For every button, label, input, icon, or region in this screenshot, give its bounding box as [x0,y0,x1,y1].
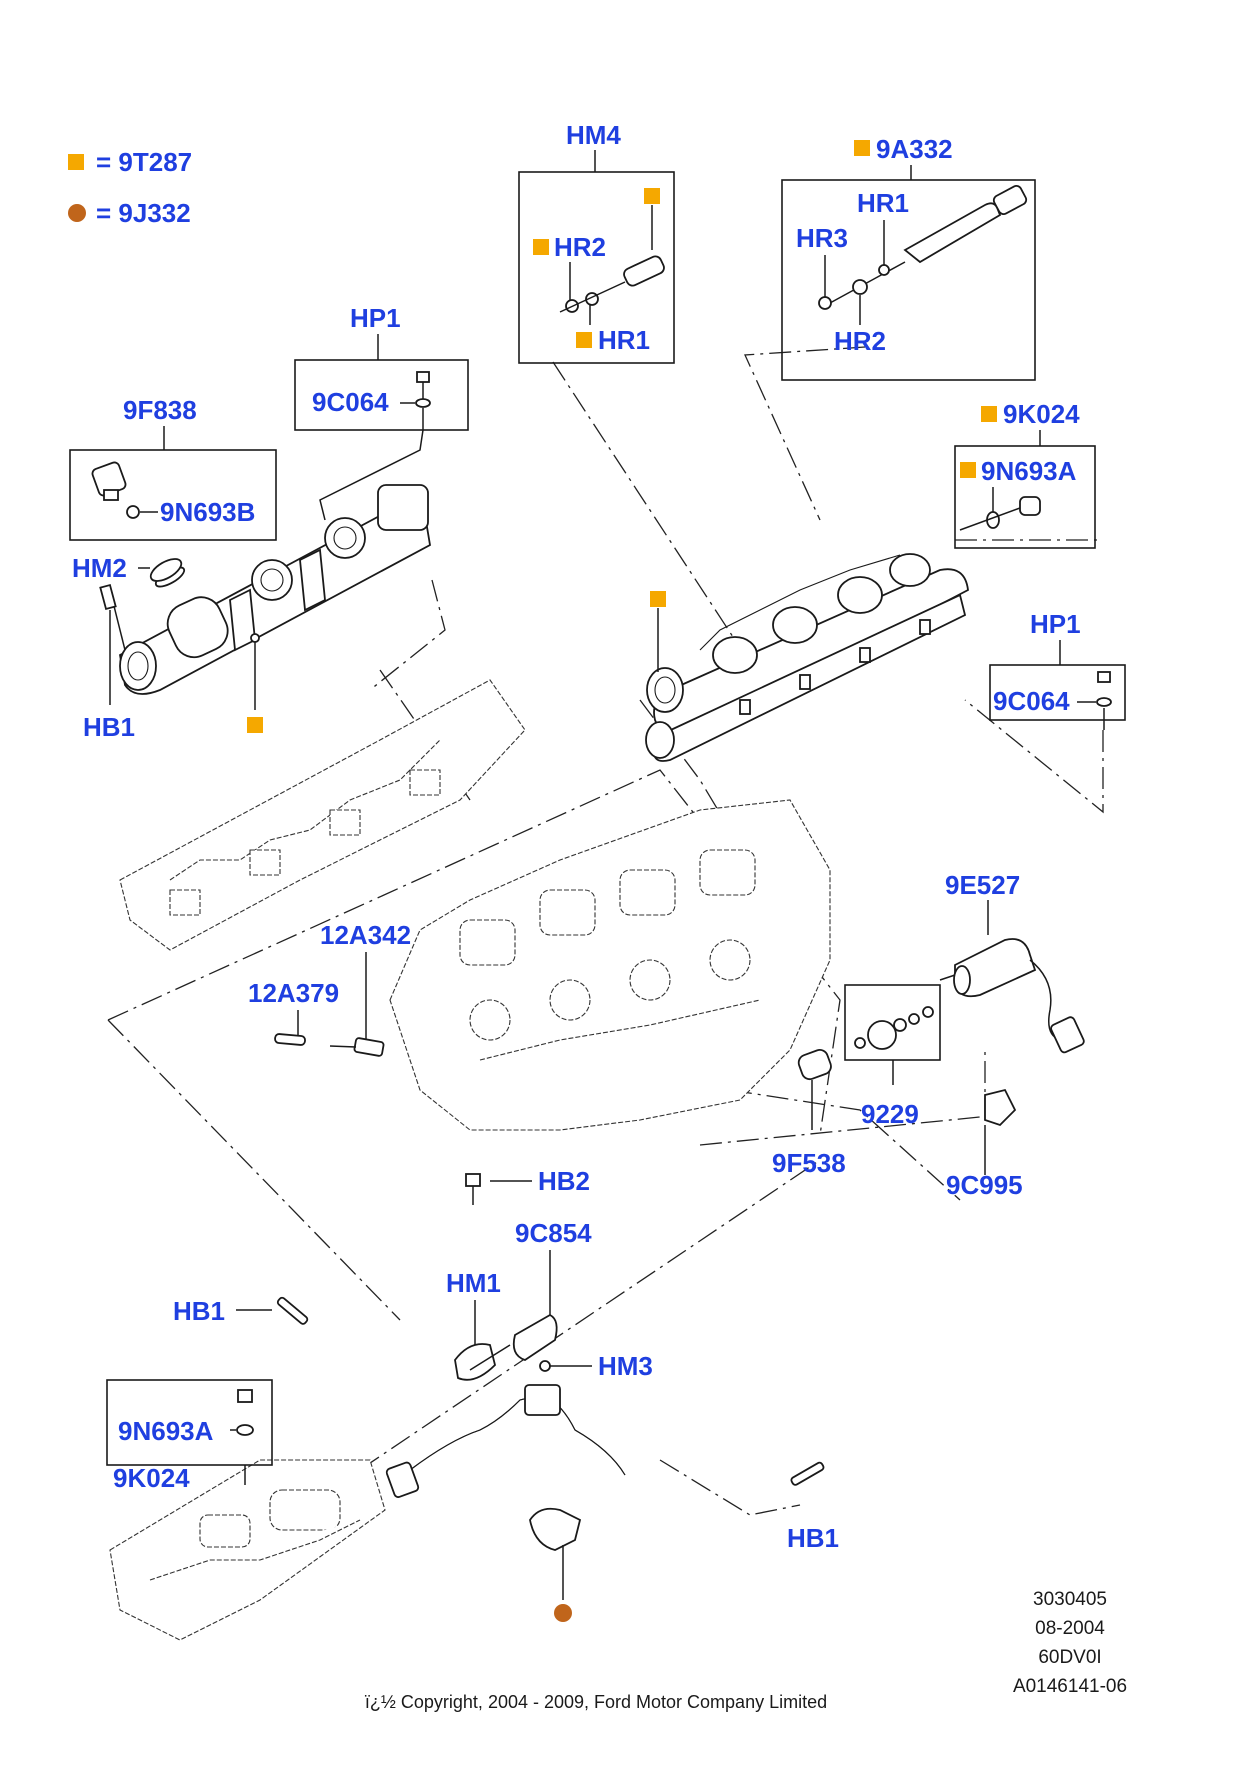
label-9k024-left: 9K024 [113,1463,190,1493]
label-hb1-left: HB1 [83,712,135,742]
bottom-circle-marker [554,1604,572,1622]
9f838-kit: 9F838 9N693B [69,395,277,541]
label-9e527: 9E527 [945,870,1020,900]
footer: 3030405 08-2004 60DV0I A0146141-06 ï¿½ C… [365,1589,1127,1712]
lower-intake-manifold-left [119,679,526,951]
label-kit-hr3: HR3 [796,223,848,253]
legend-square-text: = 9T287 [96,147,192,177]
label-hp1-left: HP1 [350,303,401,333]
label-hb1-mid: HB1 [173,1296,225,1326]
hp1-kit-left: HP1 9C064 [294,303,469,521]
9k024-right-box [954,445,1096,549]
label-hb1-bottom: HB1 [787,1523,839,1553]
copyright-text: ï¿½ Copyright, 2004 - 2009, Ford Motor C… [365,1692,827,1712]
9a332-kit: 9A332 HR1 HR3 HR2 [781,134,1036,381]
label-9c064-left: 9C064 [312,387,389,417]
label-9c854: 9C854 [515,1218,592,1248]
coolant-housing-part [454,1343,496,1381]
label-12a342: 12A342 [320,920,411,950]
hp1-right-box [989,664,1126,721]
label-hm3: HM3 [598,1351,653,1381]
drawing-id-line-4: A0146141-06 [1013,1676,1127,1697]
left-callouts: HM2 HB1 [72,553,263,742]
label-12a379: 12A379 [248,978,339,1008]
label-9a332: 9A332 [876,134,953,164]
drawing-id-line-2: 08-2004 [1035,1618,1105,1639]
label-9c995: 9C995 [946,1170,1023,1200]
hm4-kit-box [518,171,675,364]
label-hp1-right: HP1 [1030,609,1081,639]
lower-intake-manifold-bottom [109,1459,386,1641]
label-9f538: 9F538 [772,1148,846,1178]
label-9c064-right: 9C064 [993,686,1070,716]
legend: = 9T287 = 9J332 [68,147,192,228]
coolant-assembly: HB2 9C854 HM1 HB1 HM3 HB1 [173,1166,839,1622]
cap-part [797,1049,832,1081]
drawing-id-line-1: 3030405 [1033,1589,1107,1610]
label-kit-hr1: HR1 [857,188,909,218]
label-9n693b: 9N693B [160,497,255,527]
label-hb2: HB2 [538,1166,590,1196]
cam-sensor-assembly: 9E527 9229 9F538 9C995 [772,870,1085,1200]
hm4-hr2-marker [533,239,549,255]
label-9n693a-right: 9N693A [981,456,1077,486]
right-rail-callout [650,591,666,672]
9n693a-right-marker [960,462,976,478]
bracket-part [984,1088,1017,1127]
hp1-left-box [294,359,469,431]
label-hm1: HM1 [446,1268,501,1298]
left-rail-square-marker [247,717,263,733]
9k024-kit-right: 9K024 9N693A [954,399,1096,549]
9k024-kit-left: 9N693A 9K024 [106,1379,273,1493]
drawing-id-line-3: 60DV0I [1038,1647,1101,1668]
legend-circle-text: = 9J332 [96,198,191,228]
label-hm4-hr2: HR2 [554,232,606,262]
temp-sensor-callouts: 12A342 12A379 [248,920,411,1057]
9a332-kit-box [781,179,1036,381]
label-9f838: 9F838 [123,395,197,425]
9k024-right-marker [981,406,997,422]
label-hm4-hr1: HR1 [598,325,650,355]
label-9k024-right: 9K024 [1003,399,1080,429]
fuel-rail-right [645,553,969,762]
hm4-square-marker [644,188,660,204]
label-9n693a-left: 9N693A [118,1416,214,1446]
label-hm4: HM4 [566,120,621,150]
label-hm2: HM2 [72,553,127,583]
cylinder-head [389,799,831,1131]
label-kit-hr2: HR2 [834,326,886,356]
9a332-square-marker [854,140,870,156]
sensor-part [353,1037,385,1057]
right-rail-square-marker [650,591,666,607]
label-9229: 9229 [861,1099,919,1129]
hm4-hr1-marker [576,332,592,348]
fuel-rail-left [99,484,431,695]
injector-part [903,202,1002,264]
coolant-pipe-part [409,1394,626,1476]
hp1-kit-right: HP1 9C064 [989,609,1126,730]
hm4-kit: HM4 HR2 HR1 [518,120,675,364]
legend-square-marker [68,154,84,170]
legend-circle-marker [68,204,86,222]
9f838-box [69,449,277,541]
9k024-left-box [106,1379,273,1466]
hm4-fitting-part [623,255,665,287]
